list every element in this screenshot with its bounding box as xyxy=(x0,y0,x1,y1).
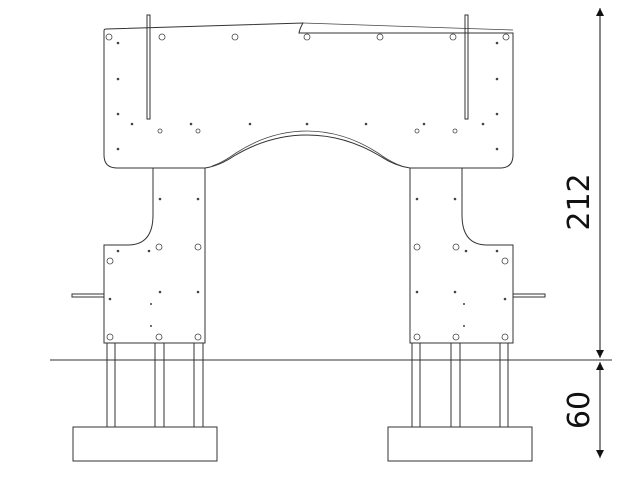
small-holes xyxy=(108,41,507,327)
dimension-label-60: 60 xyxy=(562,391,597,429)
right-footing xyxy=(387,426,533,462)
arch-edge xyxy=(211,130,403,167)
left-leg-panel xyxy=(103,168,206,344)
right-leg-panel xyxy=(409,168,514,344)
left-footing xyxy=(72,426,218,462)
left-posts xyxy=(106,343,204,427)
left-side-pin xyxy=(71,293,105,298)
bolt-holes xyxy=(105,33,510,341)
right-rod xyxy=(464,14,469,120)
right-side-pin xyxy=(512,293,546,298)
right-posts xyxy=(411,343,509,427)
top-panel-slope-edge xyxy=(302,22,514,31)
top-panel xyxy=(103,22,514,169)
dimension-label-212: 212 xyxy=(562,173,597,230)
left-rod xyxy=(146,14,151,120)
